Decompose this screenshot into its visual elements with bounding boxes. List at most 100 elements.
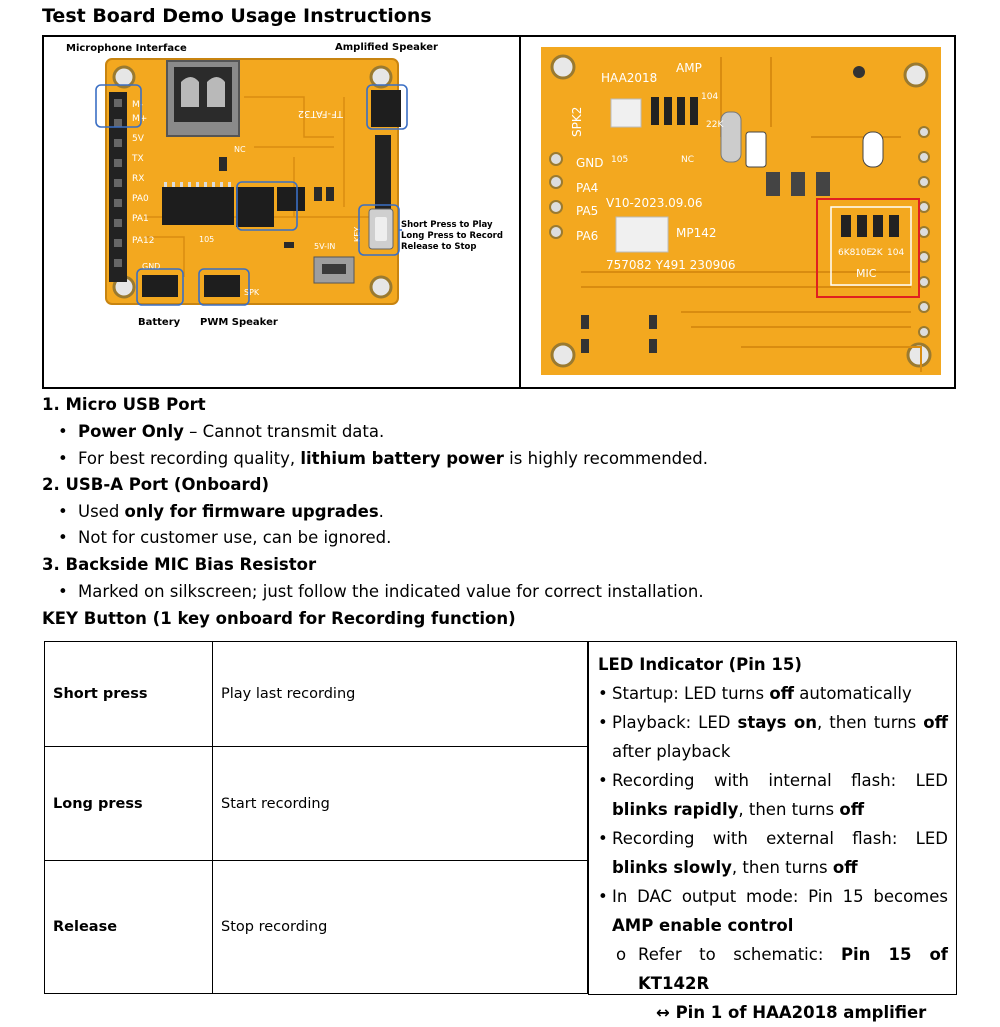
bullet-text: Marked on silkscreen; just follow the in… — [78, 582, 704, 601]
led-indicator-box: LED Indicator (Pin 15) •Startup: LED tur… — [588, 641, 957, 1022]
label-battery: Battery — [138, 317, 181, 328]
key-instruction-2: Long Press to Record — [401, 231, 503, 241]
silk-105-back: 105 — [611, 155, 628, 165]
silk-amp: AMP — [676, 61, 702, 75]
ic-chip-3 — [277, 187, 305, 211]
key-button-heading: KEY Button (1 key onboard for Recording … — [42, 609, 516, 628]
callout-boxes — [95, 84, 408, 306]
bullet-text: – Cannot transmit data. — [183, 422, 385, 441]
key-instruction-1: Short Press to Play — [401, 220, 493, 230]
back-ic-white — [610, 98, 642, 128]
page-title: Test Board Demo Usage Instructions — [42, 5, 432, 27]
section-2-bullet-2: •Not for customer use, can be ignored. — [58, 528, 392, 547]
silk-spk: SPK — [244, 288, 260, 297]
silk-nc-back: NC — [681, 155, 694, 165]
amp-speaker-connector — [371, 90, 401, 127]
section-2-bullet-1: •Used only for firmware upgrades. — [58, 502, 384, 521]
back-mounting-holes — [550, 54, 932, 368]
svg-text:TX: TX — [131, 154, 144, 164]
mic-bias-red-box — [816, 198, 920, 298]
led-item-internal-flash: •Recording with internal flash: LED blin… — [598, 771, 948, 819]
ic-chip-2 — [236, 187, 274, 227]
svg-text:M+: M+ — [132, 114, 147, 124]
label-pwm-speaker: PWM Speaker — [200, 317, 278, 328]
svg-text:PA1: PA1 — [132, 214, 149, 224]
table-cell-result: Play last recording — [212, 641, 588, 747]
silk-gnd-back: GND — [576, 156, 604, 170]
table-row: Release Stop recording — [44, 860, 588, 994]
silk-haa2018: HAA2018 — [601, 71, 657, 85]
section-3-bullet-1: •Marked on silkscreen; just follow the i… — [58, 582, 704, 601]
silk-code: 757082 Y491 230906 — [606, 258, 735, 272]
key-button-table: Short press Play last recording Long pre… — [44, 641, 588, 994]
svg-text:M-: M- — [132, 100, 143, 110]
key-instruction-3: Release to Stop — [401, 242, 477, 252]
mic-bias-values: 6K8 10E 2K 104 MIC — [838, 248, 904, 280]
silk-22k: 22K — [706, 120, 724, 130]
bullet-text: For best recording quality, — [78, 449, 301, 468]
table-cell-result: Stop recording — [212, 860, 588, 994]
led-item-startup: •Startup: LED turns off automatically — [598, 684, 912, 703]
ic-chip-1 — [162, 187, 234, 225]
front-pin-labels: M- M+ 5V TX RX PA0 PA1 PA12 — [131, 100, 154, 246]
svg-text:10E: 10E — [855, 248, 872, 258]
silk-5v: 5V-IN — [314, 242, 335, 251]
bullet-text: Used — [78, 502, 125, 521]
led-heading: LED Indicator (Pin 15) — [598, 655, 802, 674]
svg-text:PA0: PA0 — [132, 194, 149, 204]
silk-pa5: PA5 — [576, 204, 598, 218]
silk-spk2: SPK2 — [570, 107, 584, 137]
led-item-dac-mode: •In DAC output mode: Pin 15 becomes AMP … — [598, 887, 948, 935]
svg-text:RX: RX — [132, 174, 144, 184]
section-1-bullet-2: •For best recording quality, lithium bat… — [58, 449, 709, 468]
back-edge-pads — [549, 126, 930, 338]
section-1-bullet-1: •Power Only – Cannot transmit data. — [58, 422, 385, 441]
back-pcb — [541, 47, 941, 375]
section-3-heading: 3. Backside MIC Bias Resistor — [42, 555, 317, 574]
silk-key: KEY — [353, 227, 362, 242]
label-microphone-interface: Microphone Interface — [66, 43, 187, 54]
mic-bias-white-box — [830, 206, 912, 286]
table-cell-action: Short press — [44, 641, 213, 747]
battery-connector — [142, 275, 178, 297]
front-board-image: TF-FAT32 M- M+ 5V TX RX PA0 PA1 PA12 — [95, 58, 408, 306]
section-1-heading: 1. Micro USB Port — [42, 395, 206, 414]
svg-text:2K: 2K — [871, 248, 884, 258]
key-instructions: Short Press to Play Long Press to Record… — [401, 220, 503, 253]
led-item-external-flash: •Recording with external flash: LED blin… — [598, 829, 948, 877]
back-pad-white — [615, 216, 669, 253]
back-silkscreen: HAA2018 AMP SPK2 GND PA4 PA5 PA6 V10-202… — [570, 61, 735, 272]
table-row: Short press Play last recording — [44, 641, 588, 747]
front-board-photo: TF-FAT32 M- M+ 5V TX RX PA0 PA1 PA12 — [44, 37, 519, 387]
bullet-text: is highly recommended. — [503, 449, 709, 468]
left-pin-header — [109, 92, 127, 282]
svg-text:PA12: PA12 — [132, 236, 154, 246]
table-cell-result: Start recording — [212, 746, 588, 861]
bullet-bold: only for firmware upgrades — [124, 502, 379, 521]
back-dot — [853, 66, 865, 78]
silk-mic: MIC — [856, 267, 877, 280]
svg-text:5V: 5V — [132, 134, 145, 144]
section-2-heading: 2. USB-A Port (Onboard) — [42, 475, 269, 494]
silk-pa4: PA4 — [576, 181, 598, 195]
silk-mp142: MP142 — [676, 226, 717, 240]
table-cell-action: Long press — [44, 746, 213, 861]
mounting-holes — [112, 65, 393, 299]
table-row: Long press Start recording — [44, 746, 588, 861]
svg-text:6K8: 6K8 — [838, 248, 856, 258]
table-cell-action: Release — [44, 860, 213, 994]
bullet-bold: lithium battery power — [300, 449, 504, 468]
silk-nc: NC — [234, 145, 246, 154]
silk-tf: TF-FAT32 — [298, 108, 344, 119]
bullet-text: Not for customer use, can be ignored. — [78, 528, 392, 547]
back-board-image: HAA2018 AMP SPK2 GND PA4 PA5 PA6 V10-202… — [541, 47, 941, 375]
silk-104-back: 104 — [701, 92, 718, 102]
photo-divider — [519, 37, 521, 387]
back-crystal — [720, 111, 742, 163]
led-item-playback: •Playback: LED stays on, then turns off … — [598, 713, 948, 761]
bullet-bold: Power Only — [78, 422, 184, 441]
silk-105: 105 — [199, 235, 214, 244]
silk-version: V10-2023.09.06 — [606, 196, 703, 210]
photo-frame: TF-FAT32 M- M+ 5V TX RX PA0 PA1 PA12 — [42, 35, 956, 389]
